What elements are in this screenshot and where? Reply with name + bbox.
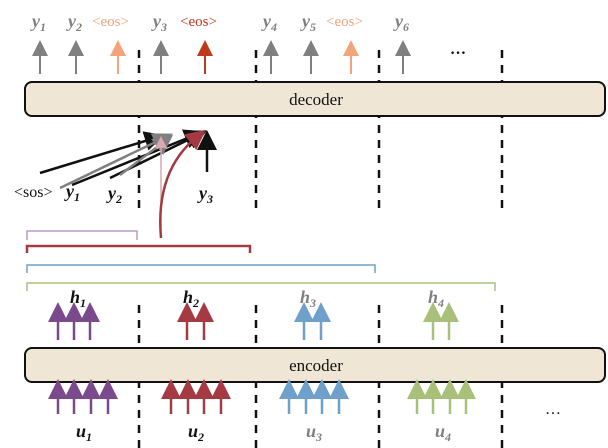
encoder-label: encoder: [289, 356, 343, 375]
output-labels: y1 y2 <eos> y3 <eos> y4 y5 <eos> y6 …: [30, 11, 466, 58]
input-labels: u1 u2 u3 u4 …: [76, 401, 561, 444]
sos-label: <sos>: [14, 184, 53, 201]
bracket-green: [26, 282, 496, 291]
attention-arrow: [159, 129, 206, 239]
y1-arrow-gray: [59, 133, 174, 190]
decoder-label: decoder: [289, 90, 343, 109]
h2-label: h2: [183, 287, 199, 310]
input-y3-label: y3: [197, 183, 213, 206]
encoder-output-arrows: [48, 302, 459, 340]
output-eos: <eos>: [92, 14, 129, 30]
attention-brackets: [25, 230, 496, 291]
decoder-box: [24, 81, 606, 117]
output-y6: y6: [393, 11, 409, 34]
decoder-input-labels: <sos> y1 y2 y3: [14, 181, 213, 206]
output-y4: y4: [261, 11, 277, 34]
output-eos: <eos>: [180, 14, 217, 30]
u1-label: u1: [76, 421, 92, 444]
output-y3: y3: [151, 11, 167, 34]
u3-label: u3: [306, 421, 322, 444]
decoder-input-arrows: [39, 129, 217, 239]
h4-label: h4: [428, 287, 444, 310]
bracket-purple: [26, 230, 138, 240]
h1-label: h1: [70, 287, 86, 310]
output-y2: y2: [66, 11, 82, 34]
y1-arrow: [71, 129, 205, 187]
ellipsis-top: …: [450, 41, 466, 58]
output-arrows: [32, 40, 411, 74]
input-y1-label: y1: [64, 181, 80, 204]
output-y1: y1: [30, 11, 46, 34]
h3-label: h3: [300, 287, 316, 310]
encoder-input-arrows: [48, 379, 476, 414]
ellipsis-bottom: …: [545, 401, 561, 418]
u2-label: u2: [188, 421, 204, 444]
segment-separators: [137, 50, 504, 448]
output-eos: <eos>: [326, 14, 363, 30]
output-y5: y5: [300, 11, 316, 34]
bracket-blue: [26, 264, 376, 273]
u4-label: u4: [435, 421, 451, 444]
bracket-red: [25, 244, 252, 253]
input-y2-label: y2: [106, 183, 122, 206]
sos-arrow: [39, 131, 165, 175]
